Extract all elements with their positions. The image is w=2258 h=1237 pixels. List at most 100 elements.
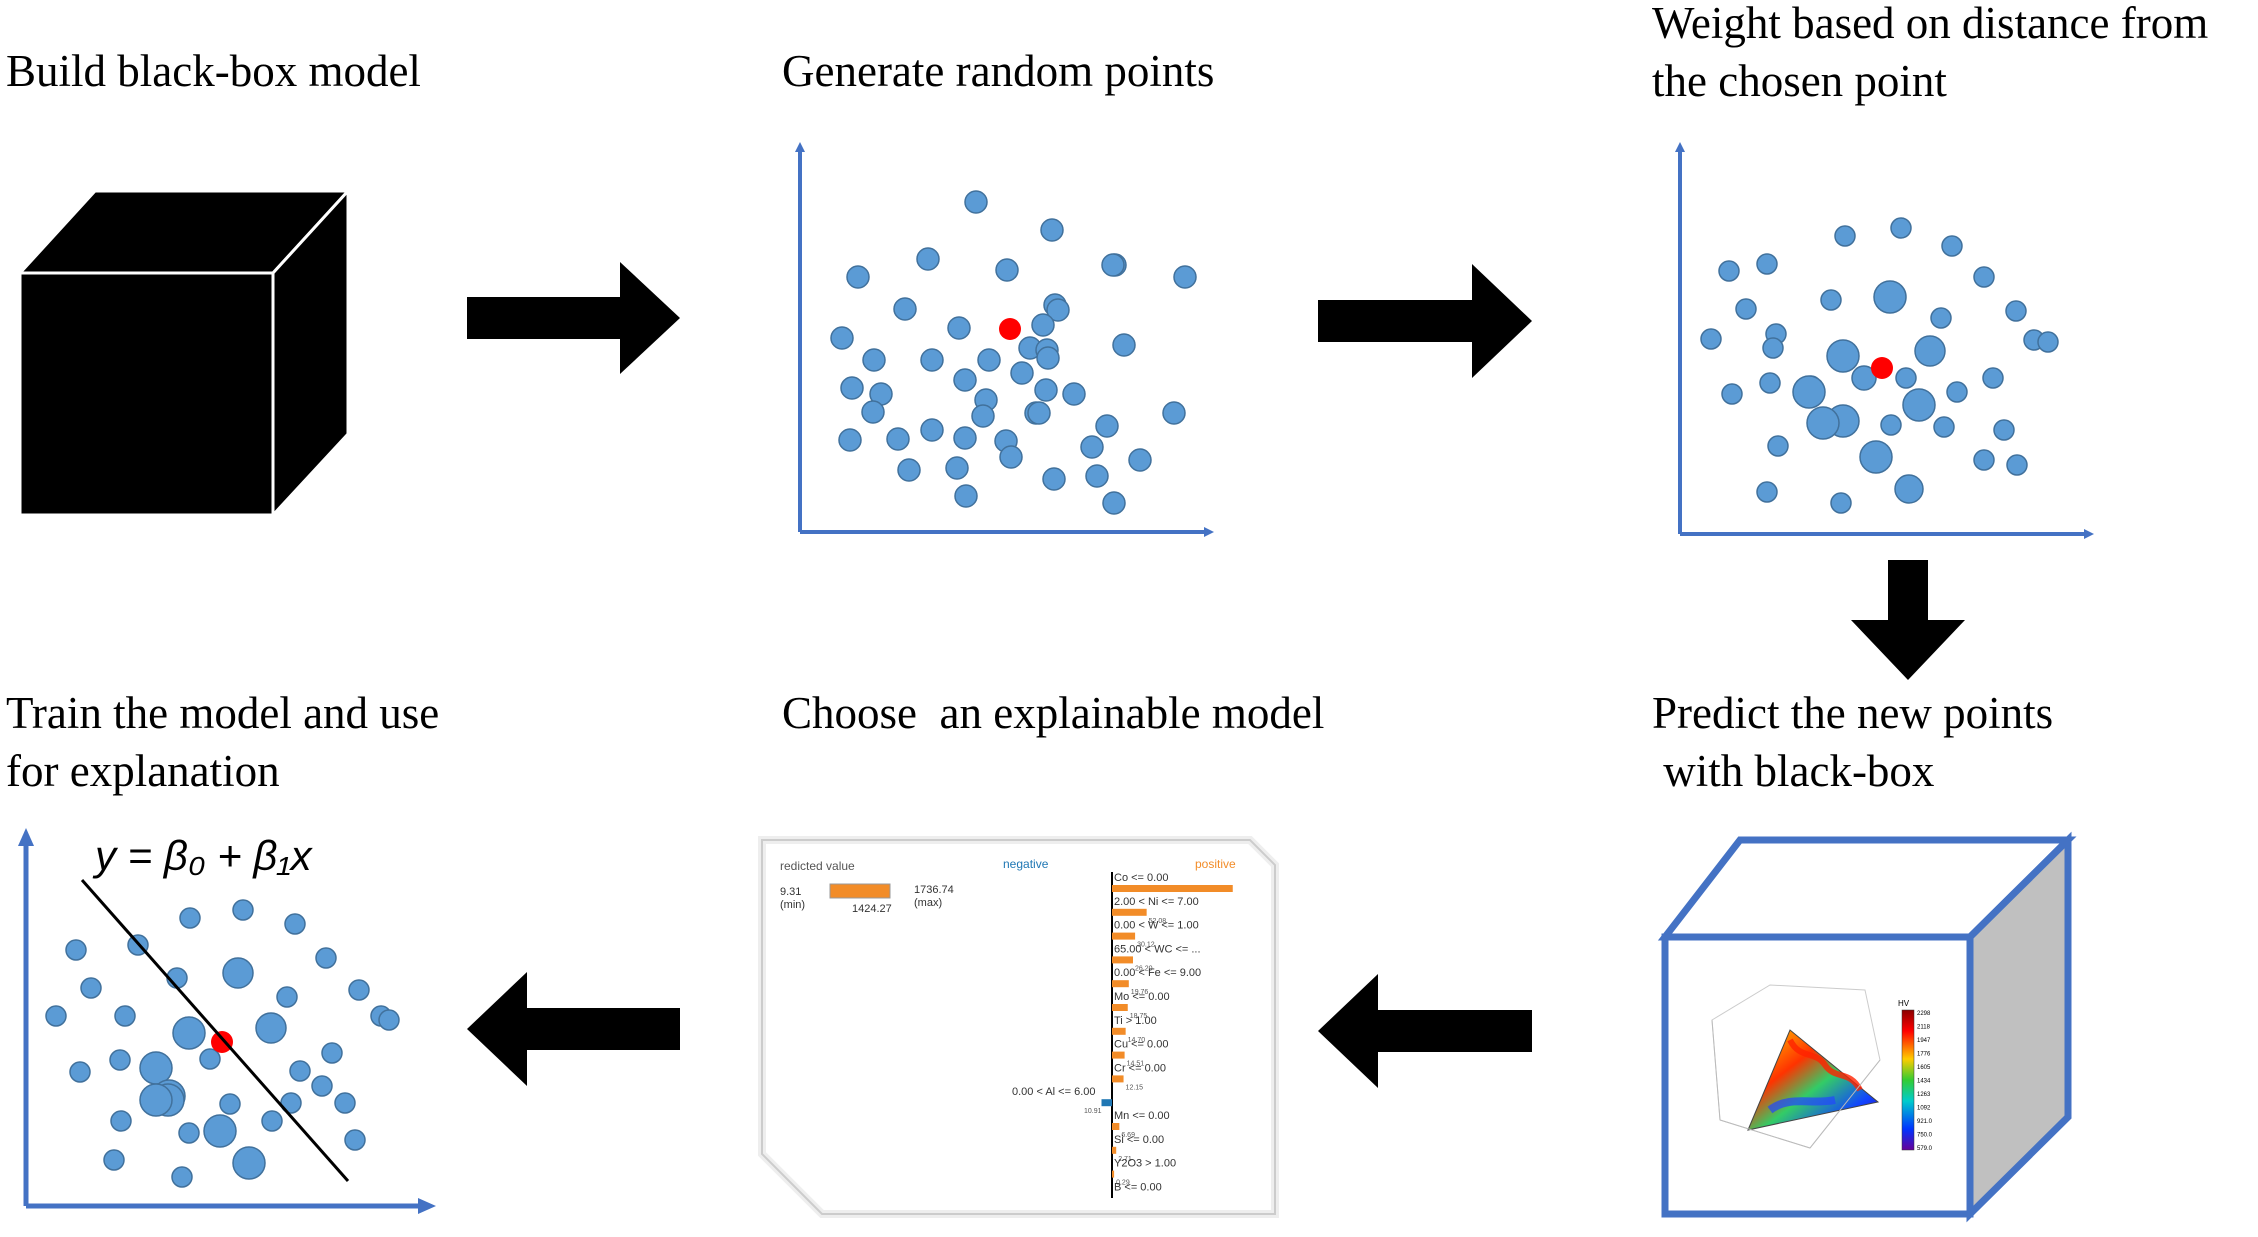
- data-point: [321, 1042, 343, 1064]
- data-point: [232, 1146, 266, 1180]
- weighted-points-plot: [1675, 142, 2094, 539]
- feature-bar: [1112, 1051, 1125, 1059]
- feature-bar: [1112, 932, 1136, 940]
- data-point: [80, 977, 102, 999]
- regression-equation: y = β₀ + β₁x: [92, 832, 314, 879]
- feature-label: Mo <= 0.00: [1114, 991, 1170, 1003]
- feature-label: Cr <= 0.00: [1114, 1062, 1166, 1074]
- data-point: [1973, 449, 1995, 471]
- feature-bar: [1101, 1099, 1112, 1107]
- feature-label: 0.00 < Al <= 6.00: [1012, 1086, 1096, 1098]
- data-point: [1982, 367, 2004, 389]
- data-point: [954, 484, 978, 508]
- label-predict-new-points: Predict the new points with black-box: [1652, 688, 2054, 796]
- colorbar-tick: 2118: [1917, 1025, 1931, 1031]
- max-value: 1736.74: [914, 884, 954, 896]
- data-point: [232, 899, 254, 921]
- feature-value: 12.15: [1126, 1084, 1144, 1091]
- predicted-value: 1424.27: [852, 903, 892, 915]
- data-point: [139, 1051, 173, 1085]
- data-point: [1173, 265, 1197, 289]
- data-point: [1933, 416, 1955, 438]
- data-point: [840, 376, 864, 400]
- data-point: [920, 348, 944, 372]
- data-point: [1031, 313, 1055, 337]
- feature-bar: [1112, 885, 1233, 892]
- feature-bar: [1112, 980, 1129, 988]
- feature-value: 18.75: [1130, 1013, 1148, 1020]
- feature-bar: [1112, 1027, 1126, 1035]
- data-point: [45, 1005, 67, 1027]
- data-point: [1941, 235, 1963, 257]
- feature-label: 65.00 < WC <= ...: [1114, 943, 1201, 955]
- random-points-plot: [795, 142, 1214, 537]
- data-point: [109, 1049, 131, 1071]
- colorbar-tick: 1434: [1917, 1079, 1931, 1085]
- data-point: [1102, 491, 1126, 515]
- data-point: [893, 297, 917, 321]
- data-point: [284, 913, 306, 935]
- data-point: [1040, 218, 1064, 242]
- data-point: [1946, 381, 1968, 403]
- feature-label: B <= 0.00: [1114, 1181, 1162, 1193]
- feature-bar: [1112, 1146, 1117, 1154]
- data-point: [1859, 440, 1893, 474]
- data-point: [1767, 435, 1789, 457]
- data-point: [886, 427, 910, 451]
- data-point: [178, 1122, 200, 1144]
- colorbar-tick: 579.0: [1917, 1146, 1933, 1152]
- data-point: [1027, 401, 1051, 425]
- linear-fit-line: [80, 879, 350, 1182]
- colorbar-tick: 1776: [1917, 1052, 1931, 1058]
- data-point: [1792, 375, 1826, 409]
- feature-value: 0.29: [1116, 1180, 1130, 1187]
- feature-label: Ti > 1.00: [1114, 1015, 1157, 1027]
- min-value: 9.31: [780, 886, 801, 898]
- feature-bar: [1112, 908, 1147, 916]
- data-point: [1756, 481, 1778, 503]
- data-point: [1820, 289, 1842, 311]
- data-point: [1930, 307, 1952, 329]
- data-point: [69, 1061, 91, 1083]
- colorbar-tick: 1605: [1917, 1065, 1931, 1071]
- data-point: [916, 247, 940, 271]
- colorbar-tick: 750.0: [1917, 1133, 1933, 1139]
- data-point: [334, 1092, 356, 1114]
- feature-bar: [1112, 956, 1133, 964]
- data-point: [862, 348, 886, 372]
- data-point: [1718, 260, 1740, 282]
- data-point: [1902, 388, 1936, 422]
- data-point: [1806, 406, 1840, 440]
- colorbar-tick: 2298: [1917, 1011, 1931, 1017]
- data-point: [139, 1083, 173, 1117]
- data-point: [1112, 333, 1136, 357]
- data-point: [179, 907, 201, 929]
- feature-label: Y2O3 > 1.00: [1114, 1158, 1176, 1170]
- data-point: [255, 1012, 287, 1044]
- feature-value: 6.69: [1121, 1132, 1135, 1139]
- data-point: [199, 1048, 221, 1070]
- data-point: [203, 1114, 237, 1148]
- data-point: [1826, 339, 1860, 373]
- data-point: [289, 1060, 311, 1082]
- feature-label: 0.00 < Fe <= 9.00: [1114, 967, 1201, 979]
- data-point: [947, 316, 971, 340]
- predicted-bar-fill: [830, 884, 890, 898]
- data-point: [1834, 225, 1856, 247]
- feature-label: 0.00 < W <= 1.00: [1114, 920, 1199, 932]
- data-point: [276, 986, 298, 1008]
- colorbar: [1901, 1009, 1915, 1151]
- arrow-left-1: [1318, 974, 1532, 1088]
- data-point: [830, 326, 854, 350]
- feature-label: 2.00 < Ni <= 7.00: [1114, 896, 1199, 908]
- data-point: [1873, 280, 1907, 314]
- feature-value: 14.70: [1128, 1037, 1146, 1044]
- data-point: [171, 1166, 193, 1188]
- data-point: [1010, 361, 1034, 385]
- black-box-cube: [16, 187, 352, 519]
- feature-value: 2.71: [1118, 1156, 1132, 1163]
- surface-3d-plot: HV 22982118194717761605143412631092921.0…: [1711, 984, 1933, 1152]
- data-point: [348, 979, 370, 1001]
- data-point: [1062, 382, 1086, 406]
